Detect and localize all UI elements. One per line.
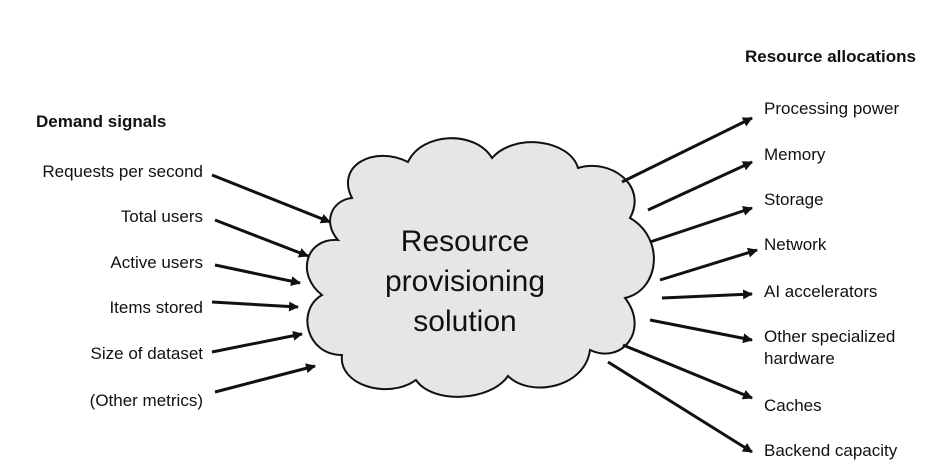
output-label-hardware: hardware [764, 349, 835, 368]
input-label-total-users: Total users [120, 207, 203, 226]
output-label-network: Network [764, 235, 827, 254]
arrow-size-of-dataset [211, 330, 303, 354]
arrow-backend-capacity [607, 360, 753, 454]
arrow-other-metrics [214, 363, 316, 394]
output-label-memory: Memory [764, 145, 826, 164]
arrow-ai-accelerators [661, 289, 753, 300]
cloud-line-3: solution [413, 305, 517, 338]
input-arrows [211, 173, 331, 394]
output-label-backend-capacity: Backend capacity [764, 441, 898, 460]
arrow-storage [649, 206, 753, 244]
input-label-size-of-dataset: Size of dataset [90, 344, 203, 363]
arrow-memory [647, 160, 753, 212]
cloud-outline [305, 137, 655, 398]
arrow-active-users [214, 263, 301, 287]
input-label-active-users: Active users [110, 253, 203, 272]
input-label-items-stored: Items stored [109, 298, 203, 317]
arrow-caches [622, 343, 753, 400]
cloud-label: Resource provisioning solution [335, 222, 595, 342]
demand-signals-heading: Demand signals [36, 112, 167, 131]
output-label-other-specialized: Other specialized [764, 327, 896, 346]
input-label-other-metrics: (Other metrics) [89, 391, 203, 410]
input-label-requests-per-second: Requests per second [42, 162, 203, 181]
cloud-line-2: provisioning [384, 265, 546, 298]
resource-allocations-heading: Resource allocations [745, 47, 917, 66]
arrow-requests-per-second [211, 173, 331, 224]
arrow-processing-power [621, 116, 753, 184]
arrow-total-users [214, 218, 309, 258]
output-arrows [607, 116, 758, 454]
output-label-caches: Caches [764, 396, 822, 415]
arrow-network [659, 247, 758, 282]
cloud-line-1: Resource [400, 225, 530, 258]
arrow-items-stored [211, 300, 299, 312]
output-label-storage: Storage [764, 190, 824, 209]
output-label-ai-accelerators: AI accelerators [764, 282, 878, 301]
arrow-other-specialized-hardware [649, 318, 753, 344]
output-label-processing-power: Processing power [764, 99, 900, 118]
cloud-shape [305, 137, 655, 398]
